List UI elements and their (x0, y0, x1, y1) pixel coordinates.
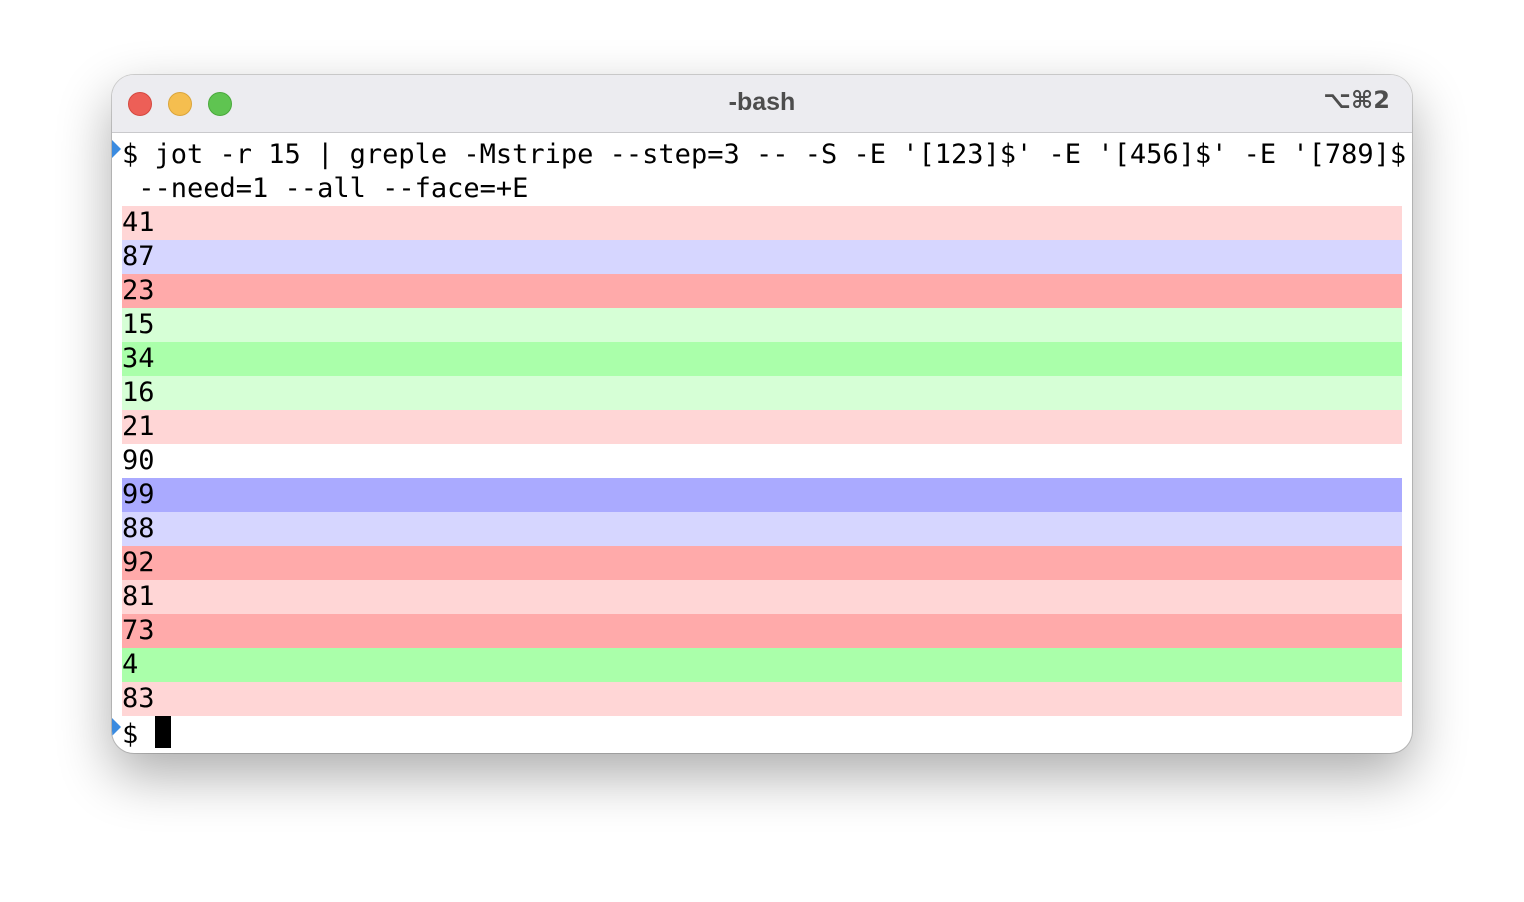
output-line: 90 (122, 444, 1402, 478)
close-button[interactable] (128, 92, 152, 116)
terminal-window: -bash ⌥⌘2 $ jot -r 15 | greple -Mstripe … (112, 75, 1412, 753)
prompt-line[interactable]: $ (122, 716, 1402, 750)
output-line: 4 (122, 648, 1402, 682)
minimize-button[interactable] (168, 92, 192, 116)
output-line: 81 (122, 580, 1402, 614)
zoom-button[interactable] (208, 92, 232, 116)
title-bar[interactable]: -bash ⌥⌘2 (112, 75, 1412, 133)
terminal-content[interactable]: $ jot -r 15 | greple -Mstripe --step=3 -… (112, 133, 1412, 753)
output-line: 15 (122, 308, 1402, 342)
prompt-mark-icon (112, 140, 121, 158)
command-line: $ jot -r 15 | greple -Mstripe --step=3 -… (122, 139, 1412, 170)
output-line: 34 (122, 342, 1402, 376)
output-line: 83 (122, 682, 1402, 716)
output-line: 73 (122, 614, 1402, 648)
output-line: 23 (122, 274, 1402, 308)
output-line: 87 (122, 240, 1402, 274)
prompt: $ (122, 719, 155, 750)
window-title: -bash (728, 88, 796, 116)
output-line: 99 (122, 478, 1402, 512)
output-line: 16 (122, 376, 1402, 410)
output-line: 92 (122, 546, 1402, 580)
output-line: 21 (122, 410, 1402, 444)
text-cursor (154, 716, 171, 748)
output-line: 88 (122, 512, 1402, 546)
command-line-continuation: --need=1 --all --face=+E (122, 173, 529, 204)
prompt-mark-icon (112, 718, 121, 736)
window-shortcut-label: ⌥⌘2 (1323, 86, 1390, 114)
output-line: 41 (122, 206, 1402, 240)
